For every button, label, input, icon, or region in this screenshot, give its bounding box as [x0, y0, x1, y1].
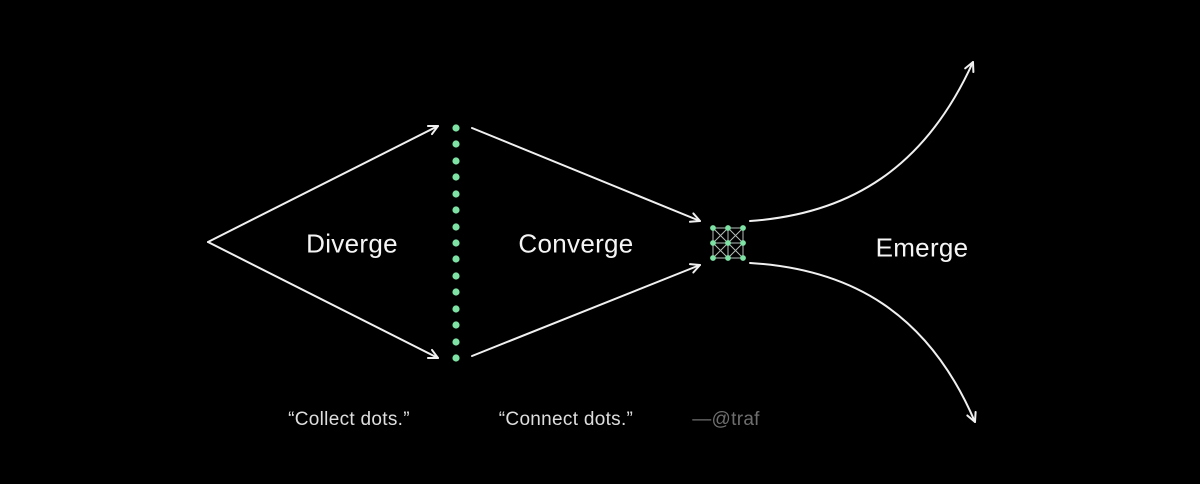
converge-arrow-top: [471, 127, 701, 223]
caption-collect-dots: “Collect dots.”: [288, 409, 410, 430]
collected-dots-line-icon: [452, 124, 460, 362]
caption-attribution: —@traf: [692, 409, 760, 430]
converge-label: Converge: [518, 228, 634, 259]
diverge-arrow-top: [207, 125, 439, 243]
emerge-label: Emerge: [875, 232, 969, 263]
caption-connect-dots: “Connect dots.”: [498, 409, 634, 430]
emerge-curve-top: [749, 61, 975, 222]
diverge-label: Diverge: [306, 228, 398, 259]
diverge-arrow-bottom: [207, 241, 439, 359]
network-grid-icon: [710, 225, 746, 261]
emerge-curve-bottom: [749, 262, 977, 423]
converge-arrow-bottom: [471, 263, 701, 357]
